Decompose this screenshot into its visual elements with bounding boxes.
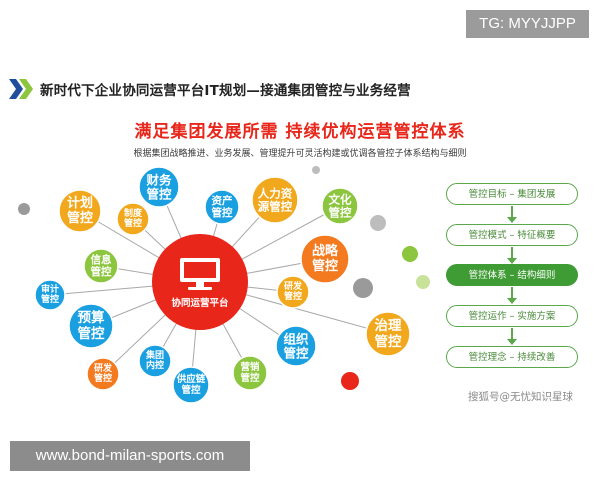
node-label: 管控 bbox=[329, 206, 352, 220]
decor-dot bbox=[416, 275, 430, 289]
step-mode: 管控模式 – 特征概要 bbox=[446, 224, 578, 246]
node-label: 研发 bbox=[284, 280, 303, 292]
node-label: 制度 bbox=[124, 207, 143, 219]
step-arrows bbox=[507, 206, 517, 345]
tg-watermark-badge: TG: MYYJJPP bbox=[466, 10, 589, 38]
subtitle: 根据集团战略推进、业务发展、管理提升可灵活构建或优调各管控子体系结构与细则 bbox=[133, 149, 467, 159]
site-watermark-banner: www.bond-milan-sports.com bbox=[10, 441, 250, 471]
decorative-dots bbox=[18, 166, 430, 390]
node-label: 预算 bbox=[78, 309, 105, 326]
hub-node: 协同运营平台 bbox=[152, 234, 248, 330]
node-label: 管控 bbox=[41, 293, 59, 305]
source-watermark: 搜狐号@无忧知识星球 bbox=[468, 391, 573, 403]
hub-label: 协同运营平台 bbox=[171, 297, 229, 309]
decor-dot bbox=[402, 246, 418, 262]
node-label: 管控 bbox=[375, 333, 402, 350]
node-label: 财务 bbox=[145, 172, 172, 187]
node-label: 供应链 bbox=[176, 373, 206, 385]
decor-dot bbox=[353, 278, 373, 298]
node-label: 管控 bbox=[283, 346, 309, 361]
step-system: 管控体系 – 结构细则 bbox=[446, 264, 578, 286]
node-label: 管控 bbox=[67, 210, 93, 226]
node-label: 营销 bbox=[240, 361, 260, 373]
node-label: 管控 bbox=[91, 265, 112, 278]
page-title: 新时代下企业协同运营平台IT规划—接通集团管控与业务经营 bbox=[40, 83, 411, 99]
node-label: 文化 bbox=[329, 192, 352, 206]
step-goal: 管控目标 – 集团发展 bbox=[446, 183, 578, 205]
step-concept: 管控理念 – 持续改善 bbox=[446, 346, 578, 368]
node-label: 管控 bbox=[78, 325, 105, 342]
node-label: 管控 bbox=[124, 217, 142, 229]
decor-dot bbox=[370, 215, 386, 231]
node-label: 管控 bbox=[212, 206, 233, 219]
node-label: 源管控 bbox=[257, 200, 293, 214]
node-label: 治理 bbox=[375, 317, 402, 334]
node-label: 计划 bbox=[67, 195, 93, 211]
decor-dot bbox=[312, 166, 320, 174]
node-label: 管控 bbox=[94, 372, 112, 384]
node-label: 信息 bbox=[91, 253, 112, 266]
node-label: 审计 bbox=[41, 283, 59, 295]
node-label: 管控 bbox=[284, 290, 302, 302]
node-label: 管控 bbox=[146, 187, 172, 202]
double-chevron-icon bbox=[9, 79, 33, 99]
decor-dot bbox=[18, 203, 30, 215]
node-label: 人力资 bbox=[258, 186, 293, 200]
node-label: 管控 bbox=[312, 258, 338, 274]
node-label: 战略 bbox=[312, 243, 339, 259]
step-operation: 管控运作 – 实施方案 bbox=[446, 305, 578, 327]
node-label: 研发 bbox=[94, 362, 113, 374]
headline: 满足集团发展所需 持续优构运营管控体系 bbox=[134, 122, 466, 142]
node-label: 集团 bbox=[145, 349, 164, 361]
node-label: 内控 bbox=[146, 359, 164, 371]
decor-dot bbox=[341, 372, 359, 390]
node-label: 管控 bbox=[181, 384, 201, 396]
node-label: 组织 bbox=[283, 331, 309, 346]
node-label: 管控 bbox=[240, 372, 260, 384]
node-label: 资产 bbox=[212, 194, 233, 207]
monitor-icon bbox=[180, 258, 220, 290]
